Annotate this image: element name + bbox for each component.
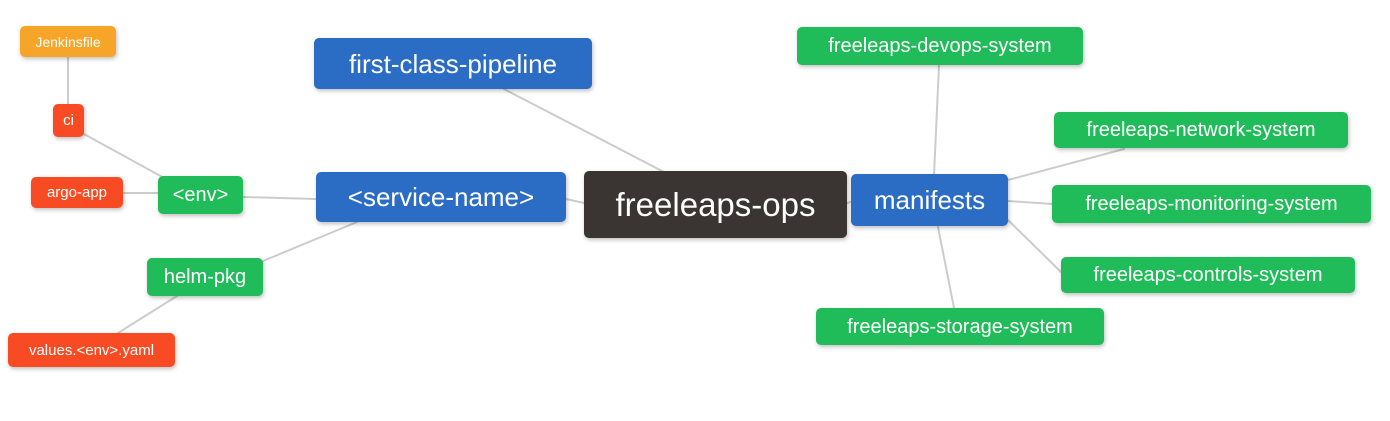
node-jenkinsfile[interactable]: Jenkinsfile bbox=[20, 26, 116, 57]
edge-helm-pkg--values-env-yaml bbox=[117, 295, 178, 334]
node-freeleaps-monitoring-system[interactable]: freeleaps-monitoring-system bbox=[1052, 185, 1371, 223]
edge-first-class-pipeline--freeleaps-ops bbox=[503, 88, 665, 173]
node-helm-pkg[interactable]: helm-pkg bbox=[147, 258, 263, 296]
edge-service-name--helm-pkg bbox=[262, 221, 358, 262]
edge-manifests--freeleaps-devops-system bbox=[933, 64, 940, 176]
edge-env--service-name bbox=[242, 196, 317, 200]
node-service-name[interactable]: <service-name> bbox=[316, 172, 566, 222]
edge-manifests--freeleaps-network-system bbox=[1007, 148, 1125, 181]
edge-ci--env bbox=[83, 133, 167, 180]
edge-manifests--freeleaps-monitoring-system bbox=[1007, 200, 1053, 205]
node-values-env-yaml[interactable]: values.<env>.yaml bbox=[8, 333, 175, 367]
node-freeleaps-ops[interactable]: freeleaps-ops bbox=[584, 171, 847, 238]
node-first-class-pipeline[interactable]: first-class-pipeline bbox=[314, 38, 592, 89]
node-freeleaps-devops-system[interactable]: freeleaps-devops-system bbox=[797, 27, 1083, 65]
node-ci[interactable]: ci bbox=[53, 104, 84, 137]
node-freeleaps-controls-system[interactable]: freeleaps-controls-system bbox=[1061, 257, 1355, 293]
node-freeleaps-storage-system[interactable]: freeleaps-storage-system bbox=[816, 308, 1104, 345]
node-manifests[interactable]: manifests bbox=[851, 174, 1008, 226]
edge-manifests--freeleaps-storage-system bbox=[937, 226, 955, 309]
edge-manifests--freeleaps-controls-system bbox=[1007, 219, 1062, 273]
node-freeleaps-network-system[interactable]: freeleaps-network-system bbox=[1054, 112, 1348, 148]
node-env[interactable]: <env> bbox=[158, 176, 243, 214]
edge-service-name--freeleaps-ops bbox=[565, 198, 585, 204]
node-argo-app[interactable]: argo-app bbox=[31, 177, 123, 208]
